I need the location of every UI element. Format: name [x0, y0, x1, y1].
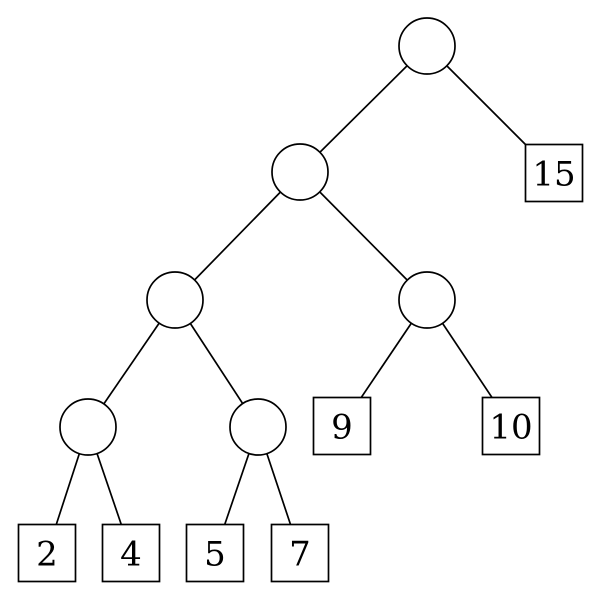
leaf-label-leaf-5: 5 — [204, 534, 226, 574]
leaf-label-leaf-15: 15 — [532, 154, 575, 194]
leaf-node-leaf-4 — [101, 523, 161, 583]
leaf-node-leaf-7 — [270, 523, 330, 583]
leaf-node-leaf-5 — [185, 523, 245, 583]
internal-node-lll — [59, 398, 117, 456]
internal-node-l — [271, 143, 329, 201]
internal-node-llr — [229, 398, 287, 456]
leaf-node-leaf-10 — [481, 396, 541, 456]
tree-edge-l-ll — [174, 171, 301, 301]
leaf-node-leaf-2 — [17, 523, 77, 583]
tree-edge-root-l — [299, 45, 428, 173]
leaf-label-leaf-7: 7 — [289, 534, 311, 574]
internal-node-lr — [398, 271, 456, 329]
leaf-node-leaf-9 — [312, 396, 372, 456]
internal-node-root — [398, 17, 456, 75]
tree-edge-l-lr — [299, 171, 428, 301]
internal-node-ll — [146, 271, 204, 329]
leaf-label-leaf-10: 10 — [489, 407, 532, 447]
leaf-node-leaf-15 — [524, 143, 584, 203]
leaf-label-leaf-9: 9 — [331, 407, 353, 447]
leaf-label-leaf-2: 2 — [36, 534, 58, 574]
leaf-label-leaf-4: 4 — [120, 534, 142, 574]
